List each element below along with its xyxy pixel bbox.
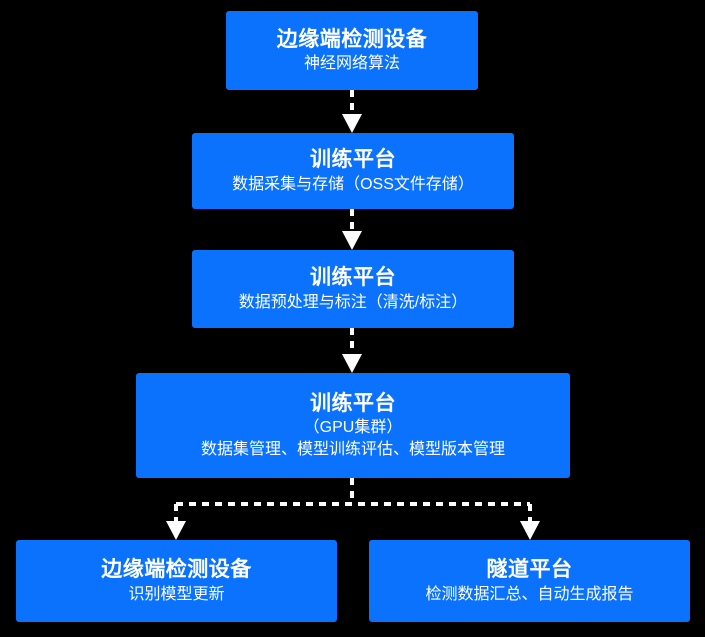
- node-edge-update[interactable]: 边缘端检测设备 识别模型更新: [16, 540, 337, 622]
- node-title: 边缘端检测设备: [101, 558, 252, 582]
- node-subtitle: 数据预处理与标注（清洗/标注）: [238, 293, 468, 311]
- node-train-gpu[interactable]: 训练平台 （GPU集群） 数据集管理、模型训练评估、模型版本管理: [136, 373, 570, 478]
- node-title: 边缘端检测设备: [276, 27, 428, 51]
- node-subtitle: 数据采集与存储（OSS文件存储）: [232, 175, 474, 193]
- node-title: 隧道平台: [486, 558, 573, 582]
- node-subtitle: 识别模型更新: [128, 585, 225, 603]
- node-tunnel[interactable]: 隧道平台 检测数据汇总、自动生成报告: [369, 540, 690, 622]
- node-subtitle: 神经网络算法: [303, 55, 400, 73]
- node-subtitle: 检测数据汇总、自动生成报告: [425, 585, 634, 603]
- node-edge-device[interactable]: 边缘端检测设备 神经网络算法: [226, 11, 478, 90]
- node-title: 训练平台: [310, 148, 396, 172]
- connector-train-storage-to-train-label: [342, 209, 362, 250]
- node-train-storage[interactable]: 训练平台 数据采集与存储（OSS文件存储）: [192, 133, 514, 209]
- node-title: 训练平台: [310, 391, 396, 415]
- connector-train-gpu-branch: [166, 478, 540, 540]
- connector-train-label-to-train-gpu: [342, 328, 362, 373]
- node-subtitle: （GPU集群）: [303, 419, 403, 437]
- connector-edge-device-to-train-storage: [342, 90, 362, 133]
- node-train-label[interactable]: 训练平台 数据预处理与标注（清洗/标注）: [192, 250, 514, 328]
- node-title: 训练平台: [310, 266, 396, 290]
- node-subtitle-secondary: 数据集管理、模型训练评估、模型版本管理: [200, 441, 505, 459]
